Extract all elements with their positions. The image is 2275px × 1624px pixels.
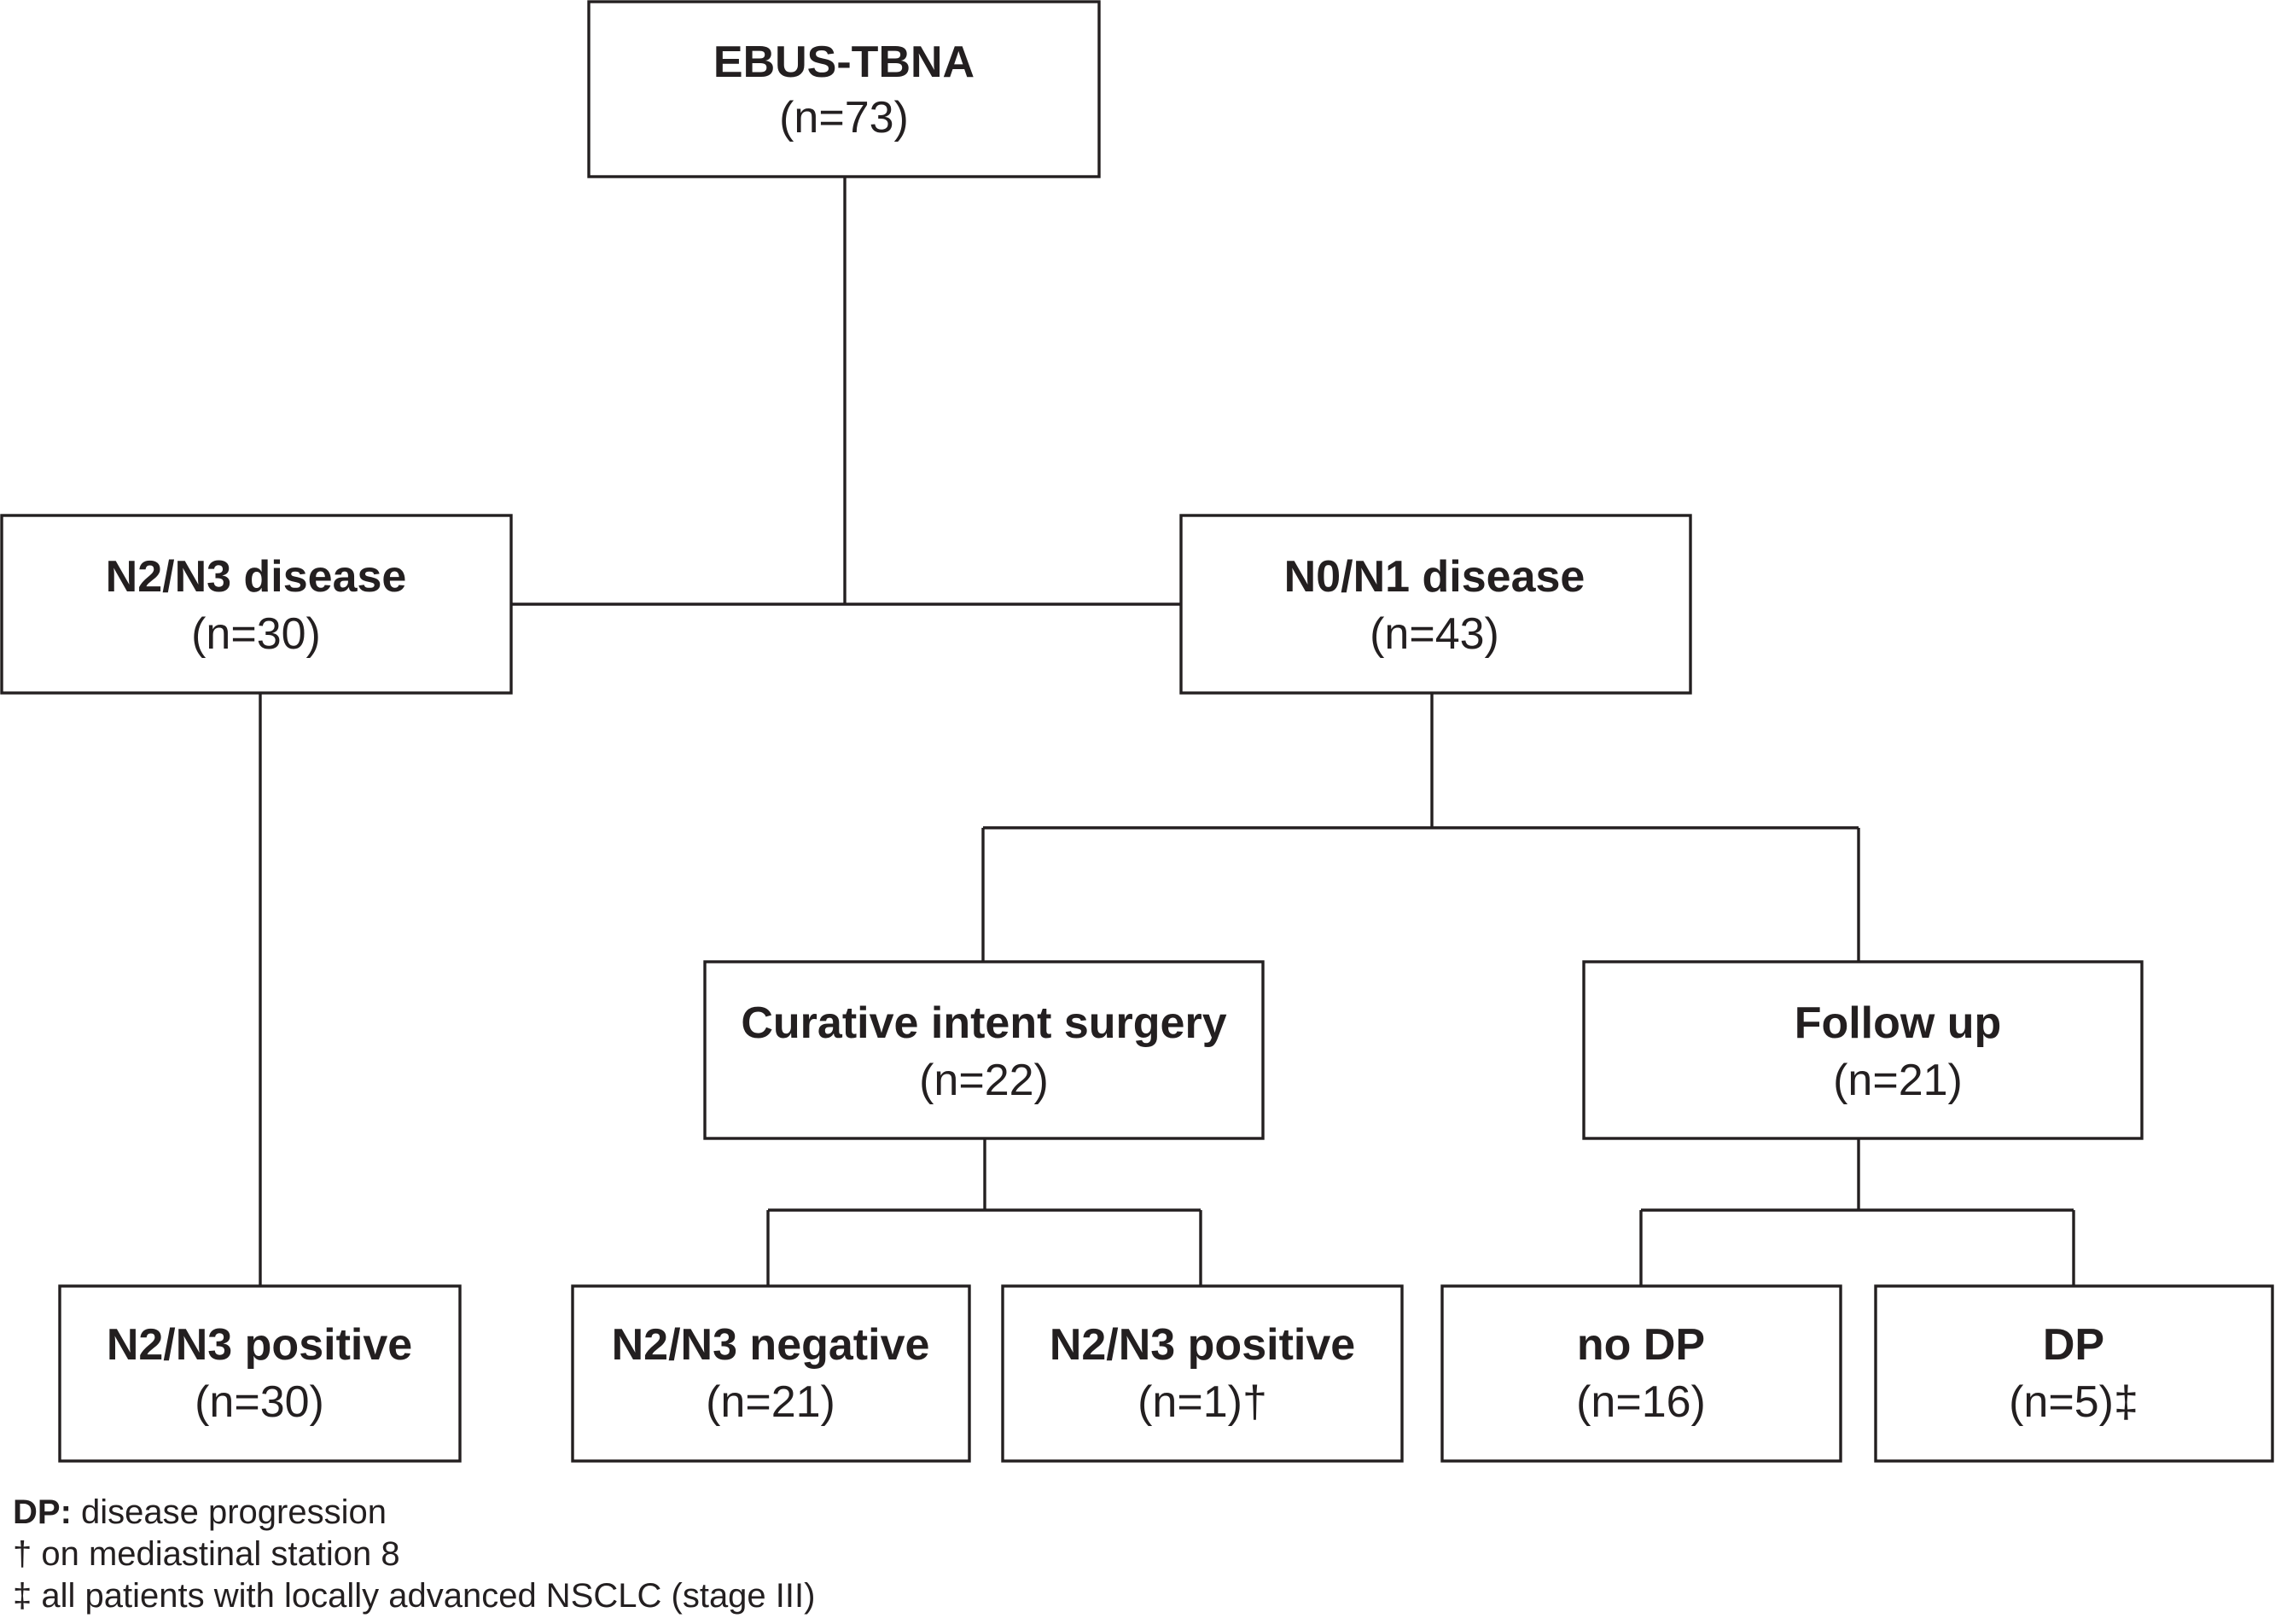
node-box (571, 1284, 971, 1463)
connectors (259, 177, 2075, 1286)
node-n2n3-positive-direct: N2/N3 positive (n=30) (58, 1284, 462, 1463)
node-title: N0/N1 disease (1284, 552, 1586, 602)
node-box (1179, 514, 1692, 695)
legend-dagger: † on mediastinal station 8 (13, 1535, 400, 1573)
node-count: (n=73) (779, 93, 909, 143)
node-title: N2/N3 positive (107, 1320, 412, 1370)
node-title: N2/N3 disease (106, 552, 407, 602)
node-box (58, 1284, 462, 1463)
node-curative-surgery: Curative intent surgery (n=22) (703, 960, 1265, 1140)
node-title: N2/N3 negative (612, 1320, 930, 1370)
node-box (1582, 960, 2144, 1140)
node-n0n1-disease: N0/N1 disease (n=43) (1179, 514, 1692, 695)
legend-dp: DP: disease progression (13, 1492, 815, 1534)
node-title: Follow up (1795, 998, 2002, 1048)
node-box (1440, 1284, 1842, 1463)
node-box (1001, 1284, 1404, 1463)
node-title: Curative intent surgery (741, 998, 1226, 1048)
node-count: (n=21) (706, 1377, 835, 1427)
legend: DP: disease progression † on mediastinal… (13, 1492, 815, 1617)
node-title: no DP (1577, 1320, 1705, 1370)
node-no-dp: no DP (n=16) (1440, 1284, 1842, 1463)
node-count: (n=30) (191, 609, 321, 659)
node-dp: DP (n=5)‡ (1874, 1284, 2274, 1463)
node-count: (n=1)† (1138, 1377, 1267, 1427)
node-count: (n=22) (919, 1056, 1049, 1105)
node-box (0, 514, 513, 695)
node-ebus-tbna: EBUS-TBNA (n=73) (587, 0, 1101, 178)
node-n2n3-disease: N2/N3 disease (n=30) (0, 514, 513, 695)
node-n2n3-positive-surgery: N2/N3 positive (n=1)† (1001, 1284, 1404, 1463)
node-count: (n=21) (1833, 1056, 1963, 1105)
node-box (703, 960, 1265, 1140)
node-box (1874, 1284, 2274, 1463)
legend-dp-text: disease progression (71, 1493, 387, 1531)
node-count: (n=30) (195, 1377, 324, 1427)
node-count: (n=5)‡ (2009, 1377, 2138, 1427)
node-title: N2/N3 positive (1050, 1320, 1355, 1370)
node-follow-up: Follow up (n=21) (1582, 960, 2144, 1140)
node-title: EBUS-TBNA (713, 38, 975, 87)
node-box (587, 0, 1101, 178)
node-count: (n=43) (1370, 609, 1499, 659)
legend-double-dagger: ‡ all patients with locally advanced NSC… (13, 1577, 816, 1615)
legend-dp-abbrev: DP: (13, 1493, 72, 1531)
node-n2n3-negative: N2/N3 negative (n=21) (571, 1284, 971, 1463)
node-title: DP (2043, 1320, 2104, 1370)
node-count: (n=16) (1576, 1377, 1706, 1427)
